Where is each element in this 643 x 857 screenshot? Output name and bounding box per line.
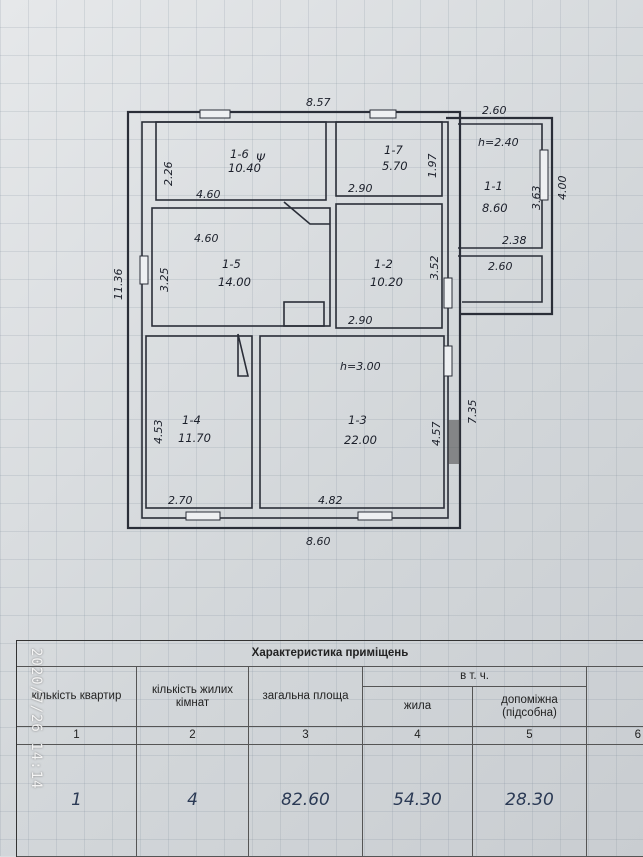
room-1-3-area: 22.00 [344,433,377,447]
window [357,511,393,521]
stair-mark [237,333,250,377]
window [185,511,221,521]
col-num-6: 6 [587,727,643,745]
stove-hatch [448,420,460,464]
room-1-7-outline [335,121,443,197]
annex-porch [458,255,543,303]
room-1-4-dim-a: 4.53 [152,420,165,445]
height-main: h=3.00 [340,360,381,373]
room-1-6-area: 10.40 [228,161,261,175]
dim-outer-bottom: 8.60 [306,535,331,548]
room-1-5-area: 14.00 [218,275,251,289]
room-1-4-area: 11.70 [178,431,211,445]
room-1-6-mark: Ψ [256,151,266,165]
dim-outer-left: 11.36 [112,269,125,301]
room-1-2-dim-a: 3.52 [428,256,441,281]
room-1-3-id: 1-3 [348,413,367,427]
value-auxiliary: 28.30 [473,745,587,857]
col-num-2: 2 [137,727,249,745]
room-1-1-area: 8.60 [482,201,508,215]
value-total-area: 82.60 [249,745,363,857]
door-swing [283,201,330,225]
outer-wall [126,110,462,530]
room-1-1-dim-b: 2.38 [502,234,527,247]
room-1-4-id: 1-4 [182,413,201,427]
room-1-4-dim-b: 2.70 [168,494,193,507]
room-1-1-id: 1-1 [484,179,503,193]
value-living-rooms: 4 [137,745,249,857]
col-num-3: 3 [249,727,363,745]
header-including: в т. ч. [363,667,587,687]
annex-bottom-dim: 2.60 [488,260,513,273]
room-1-3-dim-a: 4.57 [430,422,443,447]
room-1-4-outline [145,335,253,509]
header-total-area: загальна площа [249,667,363,727]
header-apartments: кількість квартир [17,667,137,727]
room-1-2-id: 1-2 [374,257,393,271]
value-living: 54.30 [363,745,473,857]
room-1-2-outline [335,203,443,329]
room-1-1-dim-a: 3.63 [530,186,543,211]
room-1-3-dim-b: 4.82 [318,494,343,507]
room-1-6-dim-b: 4.60 [196,188,221,201]
table-title: Характеристика приміщень [17,641,643,667]
room-1-2-dim-b: 2.90 [348,314,373,327]
window [199,109,231,119]
header-auxiliary: допоміжна (підсобна) [473,687,587,727]
header-extra [587,667,643,727]
stove [283,301,325,327]
room-1-5-dim-b: 3.25 [158,268,171,293]
col-num-5: 5 [473,727,587,745]
window [139,255,149,285]
dim-outer-right: 7.35 [466,400,479,425]
dim-outer-top: 8.57 [306,96,331,109]
room-1-6-outline [155,121,327,201]
photo-timestamp: 2020/7/26 14:14 [28,648,44,790]
characteristics-table: Характеристика приміщень кількість кварт… [16,640,643,857]
header-living: жила [363,687,473,727]
room-1-5-outline [151,207,331,327]
room-1-7-area: 5.70 [382,159,408,173]
col-num-4: 4 [363,727,473,745]
floor-plan: 8.57 2.60 8.60 11.36 7.35 4.00 h=2.40 h=… [112,96,569,548]
room-1-7-dim-a: 1.97 [426,154,439,179]
room-1-3-outline [259,335,445,509]
value-extra [587,745,643,857]
room-1-5-id: 1-5 [222,257,241,271]
room-1-2-area: 10.20 [370,275,403,289]
room-1-6-dim-a: 2.26 [162,162,175,187]
inner-outline [141,121,449,519]
window [443,345,453,377]
col-num-1: 1 [17,727,137,745]
room-1-7-id: 1-7 [384,143,403,157]
room-1-5-dim-a: 4.60 [194,232,219,245]
window [539,149,549,201]
header-living-rooms: кількість жилих кімнат [137,667,249,727]
room-1-7-dim-b: 2.90 [348,182,373,195]
dim-annex-right: 4.00 [556,176,569,201]
window [443,277,453,309]
height-upper: h=2.40 [478,136,519,149]
dim-annex-top: 2.60 [482,104,507,117]
window [369,109,397,119]
annex-wall [446,116,554,316]
room-1-6-id: 1-6 [230,147,249,161]
